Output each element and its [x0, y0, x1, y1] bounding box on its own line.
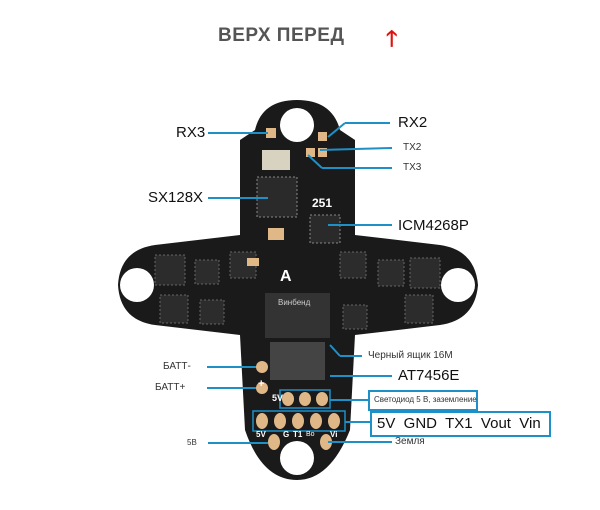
chip-mark: Винбенд — [278, 298, 311, 307]
silk-5v-bottom: 5V — [256, 430, 266, 439]
label-rx3: RX3 — [176, 124, 206, 141]
led-label-box: Светодиод 5 В, заземление — [368, 390, 478, 411]
label-5v: 5В — [187, 438, 197, 447]
silk-t1: T1 — [293, 430, 303, 439]
label-icm4268p: ICM4268P — [398, 217, 469, 234]
mount-hole-right — [441, 268, 475, 302]
label-at7456e: AT7456E — [398, 367, 460, 384]
silk-251: 251 — [312, 196, 333, 210]
logo-letter: A — [280, 268, 292, 285]
silk-g: G — [283, 430, 290, 439]
label-tx2: TX2 — [403, 142, 422, 153]
leader-lines — [207, 122, 393, 444]
mcu-chip — [265, 293, 330, 338]
silk-bo: Bo — [306, 431, 315, 438]
up-arrow-icon: 🡑 — [386, 26, 398, 51]
label-batt-plus: БАТТ+ — [155, 382, 186, 393]
label-tx3: TX3 — [403, 162, 422, 173]
flight-controller-board — [118, 100, 478, 480]
mount-hole-bottom — [280, 441, 314, 475]
mount-hole-top — [280, 108, 314, 142]
label-ground: Земля — [395, 436, 425, 447]
crystal — [262, 150, 290, 170]
label-sx128x: SX128X — [148, 189, 204, 206]
label-rx2: RX2 — [398, 114, 428, 131]
pins-label-box: 5V GND TX1 Vout Vin — [370, 411, 551, 437]
silk-vi: Vi — [330, 430, 338, 439]
label-led: Светодиод 5 В, заземление — [374, 395, 477, 404]
mount-hole-left — [120, 268, 154, 302]
label-pins: 5V GND TX1 Vout Vin — [377, 415, 541, 432]
silk-5v: 5V — [272, 393, 284, 403]
title: ВЕРХ ПЕРЕД — [218, 25, 345, 46]
plus-mark: + — [258, 378, 265, 390]
icm-chip — [309, 214, 341, 244]
label-blackbox: Черный ящик 16M — [368, 350, 453, 361]
label-batt-minus: БАТТ- — [163, 361, 191, 372]
at7456e-chip — [270, 342, 325, 380]
